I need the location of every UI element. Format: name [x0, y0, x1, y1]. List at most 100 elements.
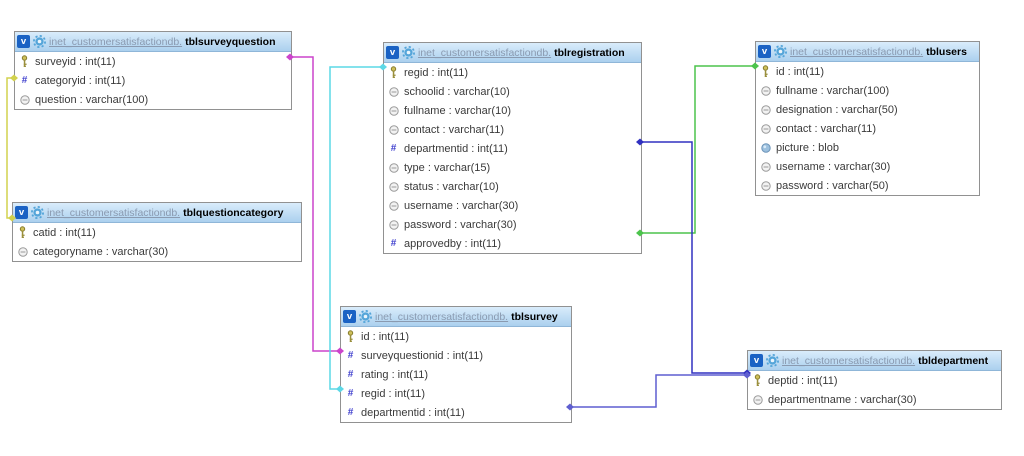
field-row[interactable]: picture : blob — [756, 138, 979, 157]
primary-key-icon — [345, 330, 356, 343]
table-options-icon[interactable] — [31, 206, 44, 219]
field-row[interactable]: departmentname : varchar(30) — [748, 390, 1001, 409]
db-prefix: inet_customersatisfactiondb. — [49, 35, 183, 48]
table-options-icon[interactable] — [359, 310, 372, 323]
column-icon — [760, 180, 771, 191]
field-row[interactable]: #approvedby : int(11) — [384, 234, 641, 253]
field-row[interactable]: regid : int(11) — [384, 63, 641, 82]
field-row[interactable]: #regid : int(11) — [341, 384, 571, 403]
table-header[interactable]: v inet_customersatisfactiondb.tblregistra… — [384, 43, 641, 63]
column-icon — [760, 85, 771, 96]
primary-key-icon — [752, 374, 763, 387]
field-row[interactable]: #rating : int(11) — [341, 365, 571, 384]
column-icon — [388, 181, 399, 192]
field-row[interactable]: catid : int(11) — [13, 223, 301, 242]
db-prefix: inet_customersatisfactiondb. — [47, 206, 181, 219]
collapse-icon[interactable]: v — [758, 45, 771, 58]
field-text: username : varchar(30) — [404, 199, 519, 212]
db-prefix: inet_customersatisfactiondb. — [790, 45, 924, 58]
db-prefix: inet_customersatisfactiondb. — [375, 310, 509, 323]
collapse-icon[interactable]: v — [750, 354, 763, 367]
db-prefix: inet_customersatisfactiondb. — [782, 354, 916, 367]
table-name: tblregistration — [554, 46, 625, 59]
field-text: status : varchar(10) — [404, 180, 499, 193]
field-row[interactable]: question : varchar(100) — [15, 90, 291, 109]
table-header[interactable]: v inet_customersatisfactiondb.tblsurvey — [341, 307, 571, 327]
field-text: deptid : int(11) — [768, 374, 838, 387]
collapse-icon[interactable]: v — [386, 46, 399, 59]
field-row[interactable]: username : varchar(30) — [756, 157, 979, 176]
field-row[interactable]: status : varchar(10) — [384, 177, 641, 196]
blob-icon — [760, 142, 771, 153]
relation-tblregistration-departmentid-to-tbldepartment-deptid — [640, 141, 747, 374]
column-icon — [388, 200, 399, 211]
field-text: id : int(11) — [361, 330, 410, 343]
field-row[interactable]: schoolid : varchar(10) — [384, 82, 641, 101]
table-name: tblsurvey — [511, 310, 558, 323]
field-row[interactable]: fullname : varchar(10) — [384, 101, 641, 120]
field-row[interactable]: #surveyquestionid : int(11) — [341, 346, 571, 365]
collapse-icon[interactable]: v — [15, 206, 28, 219]
field-row[interactable]: #departmentid : int(11) — [341, 403, 571, 422]
field-row[interactable]: #departmentid : int(11) — [384, 139, 641, 158]
field-row[interactable]: password : varchar(50) — [756, 176, 979, 195]
primary-key-icon — [17, 226, 28, 239]
column-icon — [760, 104, 771, 115]
table-tbldepartment[interactable]: v inet_customersatisfactiondb.tbldepartme… — [747, 350, 1002, 410]
relation-tblsurveyquestion-categoryid-to-tblquestioncategory-catid — [6, 77, 14, 219]
field-row[interactable]: fullname : varchar(100) — [756, 81, 979, 100]
field-row[interactable]: designation : varchar(50) — [756, 100, 979, 119]
table-tblsurvey[interactable]: v inet_customersatisfactiondb.tblsurvey id… — [340, 306, 572, 423]
table-options-icon[interactable] — [766, 354, 779, 367]
collapse-icon[interactable]: v — [343, 310, 356, 323]
field-text: id : int(11) — [776, 65, 825, 78]
column-icon — [17, 246, 28, 257]
table-options-icon[interactable] — [774, 45, 787, 58]
field-text: approvedby : int(11) — [404, 237, 502, 250]
field-row[interactable]: #categoryid : int(11) — [15, 71, 291, 90]
primary-key-icon — [388, 66, 399, 79]
table-header[interactable]: v inet_customersatisfactiondb.tbldepartme… — [748, 351, 1001, 371]
field-text: username : varchar(30) — [776, 160, 891, 173]
column-icon — [388, 219, 399, 230]
column-icon — [388, 162, 399, 173]
index-icon: # — [390, 142, 397, 154]
table-options-icon[interactable] — [402, 46, 415, 59]
field-row[interactable]: contact : varchar(11) — [384, 120, 641, 139]
relation-tblsurvey-departmentid-to-tbldepartment-deptid — [570, 374, 747, 408]
field-row[interactable]: deptid : int(11) — [748, 371, 1001, 390]
field-text: categoryname : varchar(30) — [33, 245, 169, 258]
field-text: fullname : varchar(100) — [776, 84, 890, 97]
field-text: categoryid : int(11) — [35, 74, 126, 87]
column-icon — [760, 161, 771, 172]
field-row[interactable]: surveyid : int(11) — [15, 52, 291, 71]
table-tblquestioncategory[interactable]: v inet_customersatisfactiondb.tblquestion… — [12, 202, 302, 262]
field-row[interactable]: categoryname : varchar(30) — [13, 242, 301, 261]
db-prefix: inet_customersatisfactiondb. — [418, 46, 552, 59]
field-row[interactable]: type : varchar(15) — [384, 158, 641, 177]
table-header[interactable]: v inet_customersatisfactiondb.tblquestion… — [13, 203, 301, 223]
field-row[interactable]: id : int(11) — [341, 327, 571, 346]
column-icon — [388, 86, 399, 97]
index-icon: # — [347, 368, 354, 380]
table-name: tbldepartment — [918, 354, 989, 367]
field-text: contact : varchar(11) — [776, 122, 877, 135]
field-row[interactable]: username : varchar(30) — [384, 196, 641, 215]
field-row[interactable]: id : int(11) — [756, 62, 979, 81]
field-text: departmentname : varchar(30) — [768, 393, 917, 406]
table-options-icon[interactable] — [33, 35, 46, 48]
field-text: fullname : varchar(10) — [404, 104, 511, 117]
field-text: surveyid : int(11) — [35, 55, 116, 68]
table-name: tblquestioncategory — [183, 206, 284, 219]
field-text: password : varchar(30) — [404, 218, 517, 231]
field-text: password : varchar(50) — [776, 179, 889, 192]
field-row[interactable]: password : varchar(30) — [384, 215, 641, 234]
collapse-icon[interactable]: v — [17, 35, 30, 48]
table-tblregistration[interactable]: v inet_customersatisfactiondb.tblregistra… — [383, 42, 642, 254]
field-row[interactable]: contact : varchar(11) — [756, 119, 979, 138]
